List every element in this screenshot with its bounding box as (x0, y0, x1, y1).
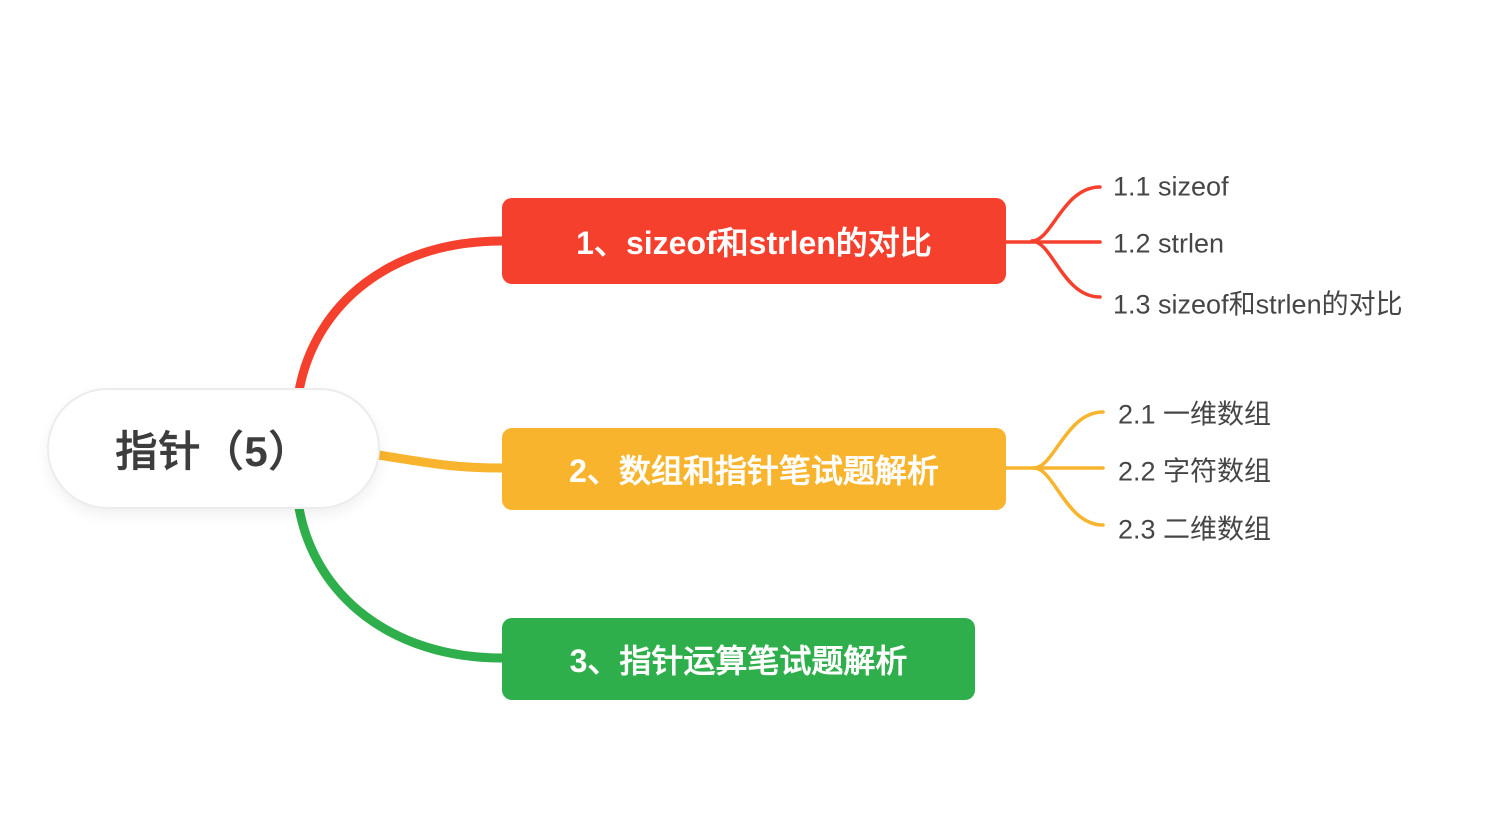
branch-node-3[interactable]: 3、指针运算笔试题解析 (502, 618, 975, 700)
root-label: 指针（5） (115, 428, 312, 475)
connector-branch1-leaf1 (1030, 185, 1102, 243)
root-node[interactable]: 指针（5） (47, 388, 380, 509)
branch-3-label: 3、指针运算笔试题解析 (569, 643, 908, 679)
connector-root-branch1 (294, 236, 507, 396)
connector-branch1-leaf3 (1030, 239, 1102, 299)
branch-node-1[interactable]: 1、sizeof和strlen的对比 (502, 198, 1006, 284)
leaf-item-2-3[interactable]: 2.3 二维数组 (1118, 514, 1272, 545)
connector-branch2-leaf3 (1032, 466, 1105, 527)
branch-1-label: 1、sizeof和strlen的对比 (576, 225, 932, 261)
leaf-item-2-2[interactable]: 2.2 字符数组 (1118, 456, 1272, 487)
leaf-item-1-2[interactable]: 1.2 strlen (1113, 228, 1225, 259)
leaf-item-1-1[interactable]: 1.1 sizeof (1113, 171, 1229, 202)
connector-root-branch2 (373, 450, 507, 473)
branch-node-2[interactable]: 2、数组和指针笔试题解析 (502, 428, 1006, 510)
leaf-item-1-3[interactable]: 1.3 sizeof和strlen的对比 (1113, 289, 1403, 320)
branch-2-label: 2、数组和指针笔试题解析 (569, 453, 939, 489)
connector-branch2-leaf1 (1032, 410, 1105, 470)
leaf-item-2-1[interactable]: 2.1 一维数组 (1118, 399, 1272, 430)
connector-root-branch3 (294, 503, 507, 663)
